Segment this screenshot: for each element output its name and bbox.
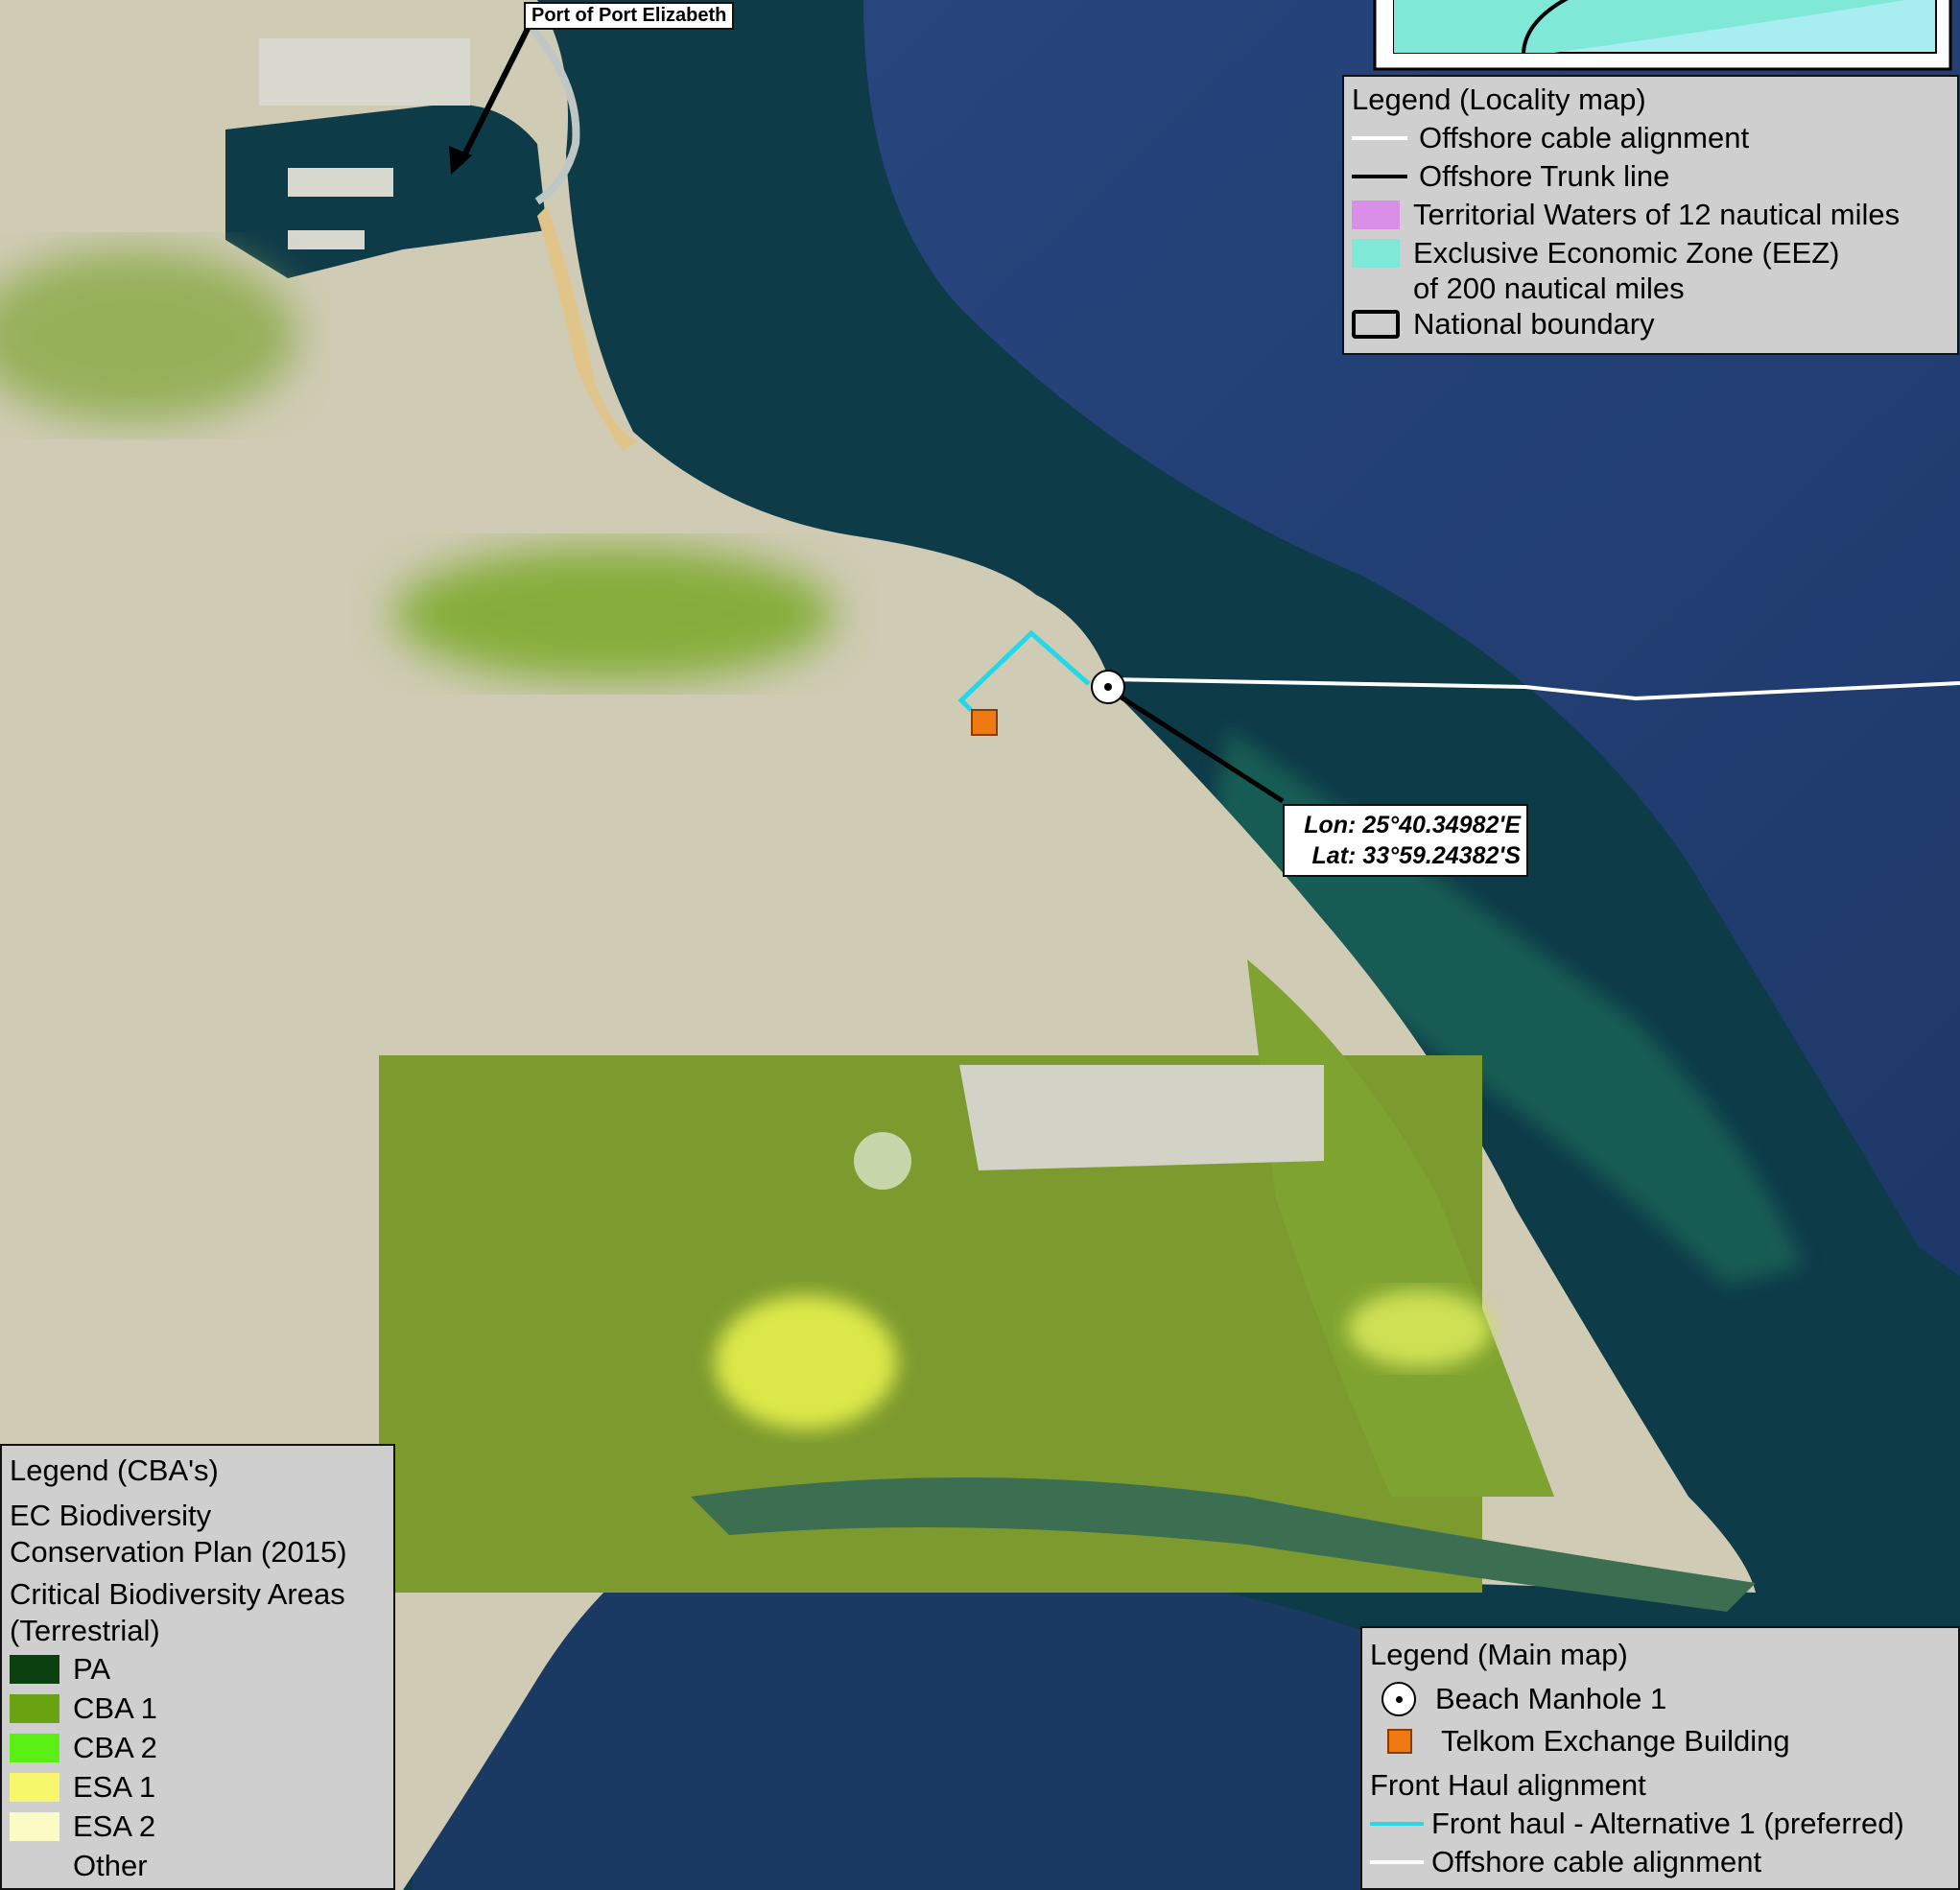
legend-label: CBA 2 — [73, 1731, 157, 1764]
swatch-cba1 — [10, 1693, 59, 1723]
front-haul-alt1-line — [957, 629, 1091, 712]
swatch-spacer — [1352, 284, 1400, 294]
legend-main-group-title: Front Haul alignment — [1370, 1768, 1646, 1802]
legend-item-other: Other — [10, 1846, 386, 1885]
building-icon — [1387, 1729, 1412, 1754]
legend-label: Telkom Exchange Building — [1441, 1724, 1790, 1758]
south-coast — [691, 1477, 1756, 1612]
esa-yellow-2 — [1348, 1290, 1492, 1367]
legend-item-esa2: ESA 2 — [10, 1807, 386, 1846]
swatch-pa — [10, 1654, 59, 1684]
legend-cba-plan2: Conservation Plan (2015) — [10, 1535, 347, 1569]
legend-item-beach-manhole: Beach Manhole 1 — [1370, 1680, 1950, 1718]
swatch-cyan-line — [1370, 1822, 1424, 1826]
telkom-exchange-building[interactable] — [971, 709, 998, 736]
legend-label: ESA 1 — [73, 1770, 156, 1804]
esa-yellow-1 — [715, 1295, 897, 1429]
legend-item-pa: PA — [10, 1649, 386, 1689]
legend-main: Legend (Main map) Beach Manhole 1 Telkom… — [1360, 1626, 1960, 1890]
legend-label: Offshore cable alignment — [1419, 121, 1750, 154]
swatch-outline — [1352, 310, 1400, 339]
legend-label: PA — [73, 1652, 111, 1686]
coordinate-label: Lon: 25°40.34982'E Lat: 33°59.24382'S — [1283, 804, 1528, 877]
legend-item-eez: Exclusive Economic Zone (EEZ) — [1352, 234, 1949, 272]
legend-item-telkom: Telkom Exchange Building — [1370, 1722, 1950, 1760]
quay-1 — [259, 38, 470, 106]
legend-label: Beach Manhole 1 — [1435, 1682, 1667, 1715]
offshore-cable-line — [1107, 677, 1960, 701]
swatch-teal — [1352, 239, 1400, 268]
locality-inset-eez — [1394, 0, 1906, 53]
port-arrow-head — [449, 146, 472, 175]
legend-label: CBA 1 — [73, 1691, 157, 1725]
coordinate-lat: Lat: 33°59.24382'S — [1311, 842, 1521, 869]
swatch-white-line — [1352, 136, 1407, 140]
locality-inset-boundary — [1522, 0, 1569, 54]
legend-label: National boundary — [1413, 307, 1655, 341]
beach — [537, 206, 638, 451]
swatch-other — [10, 1851, 59, 1880]
legend-item-trunk-line: Offshore Trunk line — [1352, 157, 1949, 196]
quay-2 — [288, 168, 393, 197]
legend-locality: Legend (Locality map) Offshore cable ali… — [1342, 75, 1959, 355]
legend-item-cba2: CBA 2 — [10, 1728, 386, 1767]
legend-cba: Legend (CBA's) EC Biodiversity Conservat… — [0, 1444, 395, 1890]
legend-label: Other — [73, 1849, 148, 1882]
port-arrow — [458, 27, 531, 165]
swatch-pink — [1352, 201, 1400, 229]
legend-locality-title: Legend (Locality map) — [1352, 83, 1646, 116]
legend-label: Offshore Trunk line — [1419, 159, 1670, 193]
quay-3 — [288, 230, 365, 249]
legend-item-eez-2: of 200 nautical miles — [1352, 272, 1949, 305]
urban-patch — [959, 1065, 1324, 1170]
swatch-esa1 — [10, 1772, 59, 1802]
legend-label: Territorial Waters of 12 nautical miles — [1413, 198, 1901, 231]
port-label: Port of Port Elizabeth — [524, 2, 735, 30]
swatch-black-line — [1352, 175, 1407, 178]
legend-item-esa1: ESA 1 — [10, 1767, 386, 1807]
legend-cba-sub: Critical Biodiversity Areas — [10, 1577, 345, 1611]
legend-cba-sub2: (Terrestrial) — [10, 1614, 160, 1647]
legend-main-title: Legend (Main map) — [1370, 1638, 1628, 1671]
legend-label: Offshore cable alignment — [1431, 1845, 1762, 1878]
legend-item-front-haul: Front haul - Alternative 1 (preferred) — [1370, 1805, 1950, 1843]
swatch-white-line — [1370, 1860, 1424, 1864]
legend-label: of 200 nautical miles — [1413, 272, 1685, 305]
legend-item-national-boundary: National boundary — [1352, 305, 1949, 343]
legend-label: Exclusive Economic Zone (EEZ) — [1413, 236, 1840, 270]
legend-label: ESA 2 — [73, 1809, 156, 1843]
legend-label: Front haul - Alternative 1 (preferred) — [1431, 1807, 1904, 1840]
breakwater — [529, 26, 580, 205]
legend-item-territorial-waters: Territorial Waters of 12 nautical miles — [1352, 196, 1949, 234]
light-patch — [854, 1132, 911, 1190]
beach-manhole-1-dot — [1104, 683, 1112, 691]
legend-cba-plan: EC Biodiversity — [10, 1499, 212, 1532]
legend-item-offshore-cable-main: Offshore cable alignment — [1370, 1843, 1950, 1881]
swatch-esa2 — [10, 1811, 59, 1841]
legend-item-cba1: CBA 1 — [10, 1689, 386, 1728]
legend-item-offshore-cable: Offshore cable alignment — [1352, 119, 1949, 157]
manhole-icon — [1381, 1682, 1416, 1716]
southern-sea — [413, 1550, 1362, 1890]
offshore-trunk-line — [1106, 686, 1285, 804]
swatch-cba2 — [10, 1733, 59, 1762]
green-patch-west — [0, 249, 297, 422]
legend-cba-title: Legend (CBA's) — [10, 1453, 219, 1487]
coordinate-lon: Lon: 25°40.34982'E — [1304, 812, 1521, 839]
green-patch-north — [393, 547, 835, 681]
